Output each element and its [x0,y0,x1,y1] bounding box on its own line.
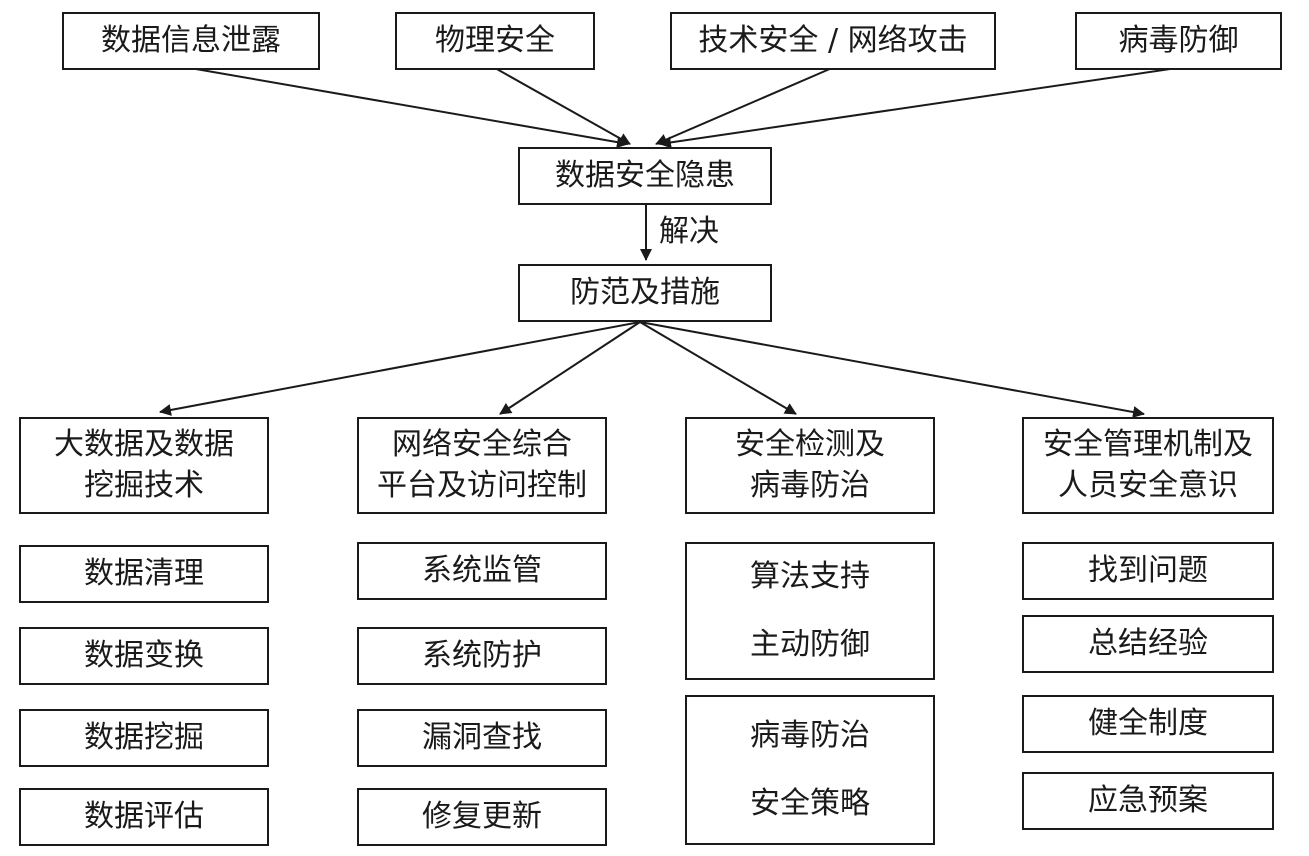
item-label: 漏洞查找 [422,719,542,755]
item-label: 修复更新 [422,798,542,834]
arrow-physical-to-hub [494,67,631,145]
category-title-line: 网络安全综合 [392,427,572,462]
category-title-line: 挖掘技术 [84,467,204,503]
arrow-virus-to-hub [659,67,1178,149]
arrow-measures-to-category-2 [499,321,641,415]
arrow-tech-to-hub [655,67,833,146]
source-box-virus-defense: 病毒防御 [1075,12,1282,70]
item-label: 系统防护 [422,637,542,673]
item-box-vulnerability-search: 漏洞查找 [357,709,607,767]
item-label: 算法支持 [750,558,870,594]
item-label: 主动防御 [750,627,870,662]
item-box-algorithm-active-defense: 算法支持 主动防御 [685,542,935,680]
item-label: 病毒防治 [750,717,870,753]
category-title-line: 安全检测及 [735,427,885,462]
source-label: 技术安全 / 网络攻击 [698,22,968,58]
item-box-repair-update: 修复更新 [357,788,607,846]
category-box-big-data-mining: 大数据及数据 挖掘技术 [19,417,269,514]
category-box-management-awareness: 安全管理机制及 人员安全意识 [1022,417,1274,514]
category-title-line: 平台及访问控制 [377,467,587,503]
category-box-detection-virus: 安全检测及 病毒防治 [685,417,935,514]
measures-label: 防范及措施 [570,274,720,310]
item-label: 系统监管 [422,552,542,588]
arrow-leak-to-hub [189,67,629,149]
category-box-network-platform: 网络安全综合 平台及访问控制 [357,417,607,514]
arrow-measures-to-category-1 [159,321,641,416]
item-label: 数据清理 [84,555,204,591]
item-label: 健全制度 [1088,705,1208,741]
hub-box-security-risks: 数据安全隐患 [518,147,772,205]
source-box-network-attack: 技术安全 / 网络攻击 [670,12,996,70]
source-box-data-leak: 数据信息泄露 [62,12,320,70]
arrow-measures-to-category-4 [639,321,1145,418]
category-title-line: 安全管理机制及 [1043,427,1253,462]
category-title-line: 大数据及数据 [54,427,234,462]
item-label: 数据评估 [84,798,204,834]
item-box-virus-policy: 病毒防治 安全策略 [685,695,935,845]
item-box-system-protection: 系统防护 [357,627,607,685]
source-box-physical-security: 物理安全 [395,12,595,70]
category-title-line: 病毒防治 [750,467,870,503]
source-label: 数据信息泄露 [101,22,281,58]
item-label: 数据变换 [84,637,204,673]
source-label: 物理安全 [435,22,555,58]
item-label: 找到问题 [1088,552,1208,588]
item-label: 安全策略 [750,786,870,821]
resolve-edge-label: 解决 [659,214,719,249]
category-title-line: 人员安全意识 [1058,467,1238,503]
item-box-data-cleaning: 数据清理 [19,545,269,603]
item-box-summarize-experience: 总结经验 [1022,615,1274,673]
item-box-emergency-plan: 应急预案 [1022,772,1274,830]
source-label: 病毒防御 [1118,22,1239,58]
item-box-data-transform: 数据变换 [19,627,269,685]
item-box-improve-system: 健全制度 [1022,695,1274,753]
item-label: 总结经验 [1088,625,1208,661]
item-box-find-problems: 找到问题 [1022,542,1274,600]
item-box-system-monitoring: 系统监管 [357,542,607,600]
item-box-data-mining: 数据挖掘 [19,709,269,767]
item-label: 数据挖掘 [84,719,204,755]
arrow-measures-to-category-3 [639,321,797,415]
item-box-data-evaluation: 数据评估 [19,788,269,846]
item-label: 应急预案 [1088,782,1208,818]
hub-label: 数据安全隐患 [555,157,735,193]
measures-box: 防范及措施 [518,264,772,322]
